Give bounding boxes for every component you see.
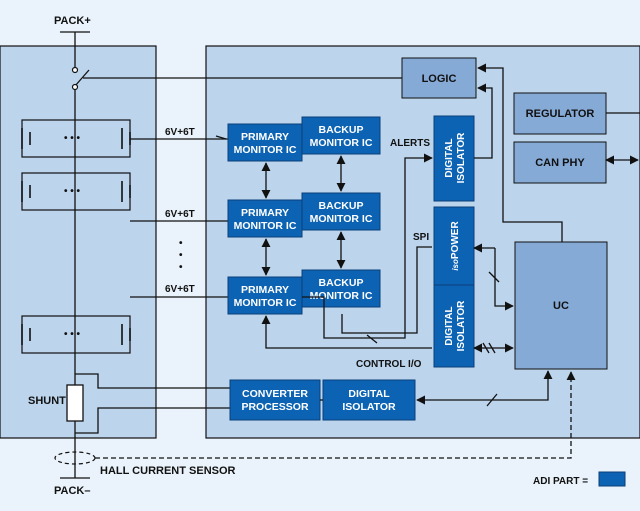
switch-contact-bottom [71, 83, 79, 91]
cell-group-3: • • • [21, 315, 131, 354]
svg-text:BACKUP: BACKUP [319, 200, 364, 212]
svg-text:ISOLATOR: ISOLATOR [456, 132, 467, 184]
backup-monitor-1: BACKUP MONITOR IC [301, 116, 381, 155]
svg-text:ISOLATOR: ISOLATOR [456, 300, 467, 352]
svg-text:BACKUP: BACKUP [319, 124, 364, 136]
cell-ellipsis-2: • • • [64, 186, 81, 197]
svg-text:MONITOR IC: MONITOR IC [310, 290, 373, 302]
svg-text:DIGITAL: DIGITAL [444, 138, 455, 177]
primary-monitor-2: PRIMARY MONITOR IC [227, 199, 303, 238]
pack-plus-label: PACK+ [54, 15, 91, 27]
svg-text:LOGIC: LOGIC [422, 73, 457, 85]
svg-text:DIGITAL: DIGITAL [348, 388, 390, 400]
adi-part-legend-label: ADI PART = [533, 476, 588, 487]
cell-ellipsis-3: • • • [64, 329, 81, 340]
hall-sensor-label: HALL CURRENT SENSOR [100, 465, 236, 477]
hall-sensor-wire [95, 371, 576, 459]
shunt-sense-wire-bottom [75, 407, 230, 434]
shunt-sense-wire-top [75, 373, 230, 389]
logic-block: LOGIC [401, 57, 477, 99]
cell-group-2: • • • [21, 172, 131, 211]
svg-text:MONITOR IC: MONITOR IC [310, 213, 373, 225]
can-phy-block: CAN PHY [513, 141, 607, 184]
battery-pack-panel [0, 45, 157, 439]
tap-label-1: 6V+6T [165, 127, 195, 138]
switch-blade [74, 69, 90, 87]
svg-text:MONITOR IC: MONITOR IC [310, 137, 373, 149]
uc-to-isolator-bottom-wire [416, 370, 553, 405]
alerts-wire [302, 153, 433, 339]
adi-part-legend-swatch [598, 471, 626, 487]
vertical-ellipsis: • [179, 238, 183, 249]
svg-text:ISOLATOR: ISOLATOR [342, 401, 396, 413]
converter-processor: CONVERTER PROCESSOR [229, 379, 321, 421]
digital-isolator-mid: DIGITAL ISOLATOR [433, 284, 475, 368]
svg-text:PRIMARY: PRIMARY [241, 131, 289, 143]
uc-block: UC [514, 241, 608, 370]
svg-text:CAN PHY: CAN PHY [535, 157, 585, 169]
pack-minus-label: PACK– [54, 485, 90, 497]
svg-text:isoPOWER: isoPOWER [450, 221, 461, 271]
svg-text:DIGITAL: DIGITAL [444, 306, 455, 345]
svg-text:PROCESSOR: PROCESSOR [241, 401, 309, 413]
spi-label: SPI [413, 232, 429, 243]
alerts-label: ALERTS [390, 138, 430, 149]
backup-monitor-2: BACKUP MONITOR IC [301, 192, 381, 231]
shunt-label: SHUNT [28, 395, 66, 407]
primary-monitor-3: PRIMARY MONITOR IC [227, 276, 303, 315]
svg-text:MONITOR IC: MONITOR IC [234, 144, 297, 156]
svg-text:PRIMARY: PRIMARY [241, 284, 289, 296]
digital-isolator-top: DIGITAL ISOLATOR [433, 115, 475, 202]
tap-label-2: 6V+6T [165, 209, 195, 220]
svg-text:CONVERTER: CONVERTER [242, 388, 308, 400]
svg-text:UC: UC [553, 300, 569, 312]
regulator-block: REGULATOR [513, 92, 607, 135]
uc-to-isopower-wire [494, 248, 514, 311]
svg-text:MONITOR IC: MONITOR IC [234, 297, 297, 309]
svg-text:PRIMARY: PRIMARY [241, 207, 289, 219]
control-io-label: CONTROL I/O [356, 359, 422, 370]
svg-text:BACKUP: BACKUP [319, 277, 364, 289]
shunt-resistor [66, 384, 84, 422]
svg-text:•: • [179, 262, 183, 273]
cell-ellipsis-1: • • • [64, 133, 81, 144]
digital-isolator-bottom: DIGITAL ISOLATOR [322, 379, 416, 421]
control-io-wire [261, 315, 432, 349]
svg-text:MONITOR IC: MONITOR IC [234, 220, 297, 232]
primary-monitor-1: PRIMARY MONITOR IC [227, 123, 303, 162]
spi-wire [341, 246, 432, 334]
svg-text:REGULATOR: REGULATOR [526, 108, 595, 120]
svg-text:•: • [179, 250, 183, 261]
switch-contact-top [71, 66, 79, 74]
ispower-block: isoPOWER [433, 206, 475, 286]
backup-monitor-3: BACKUP MONITOR IC [301, 269, 381, 308]
tap-label-3: 6V+6T [165, 284, 195, 295]
alerts-to-logic-wire [474, 83, 493, 159]
uc-to-logic-wire [477, 63, 563, 242]
